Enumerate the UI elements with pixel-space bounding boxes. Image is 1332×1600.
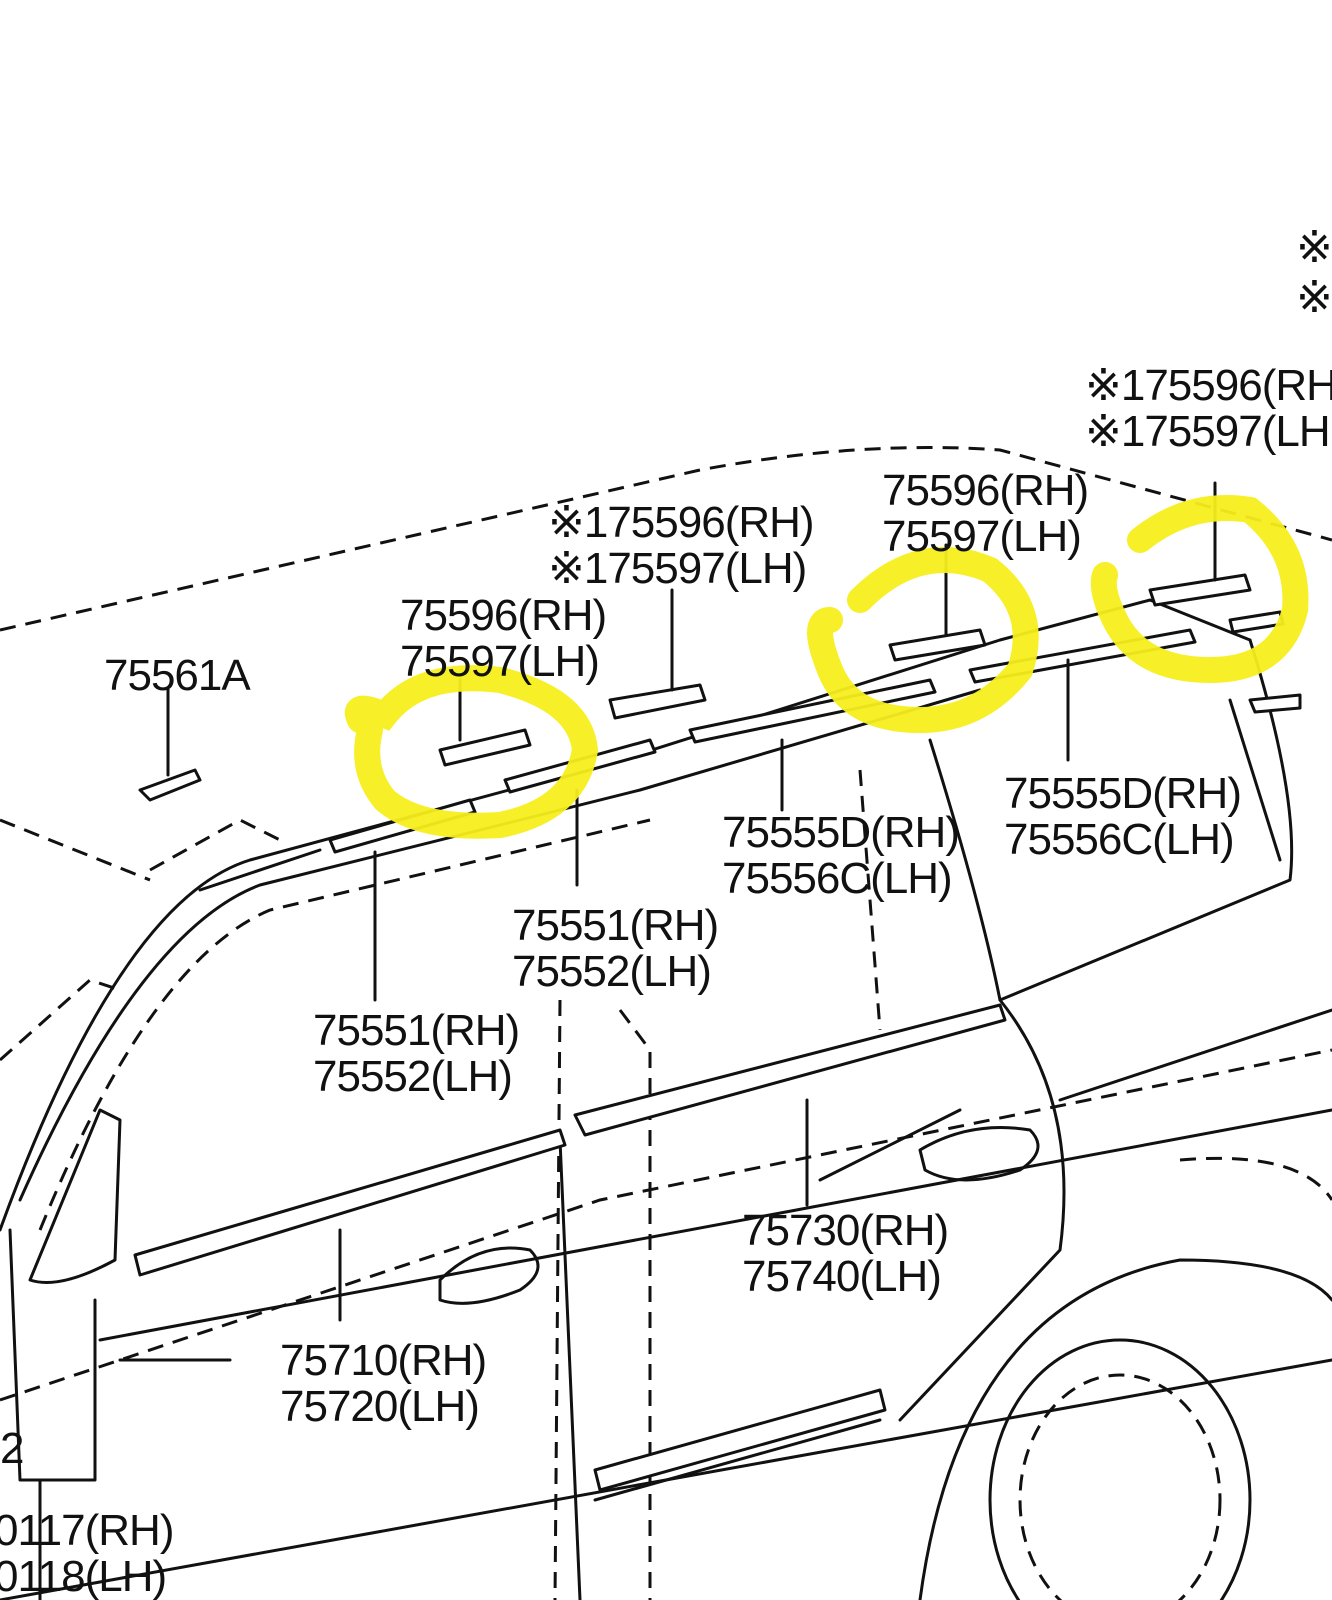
highlight-circle-2 (807, 547, 1039, 734)
label-mark-top-2: ※ (1296, 273, 1332, 322)
label-75551-rh-a: 75551(RH) (512, 901, 718, 950)
roof-outline (0, 446, 1332, 882)
label-x175596-rh-a: ※175596(RH) (548, 498, 814, 547)
label-75552-lh-b: 75552(LH) (313, 1052, 512, 1101)
label-75597-lh-a: 75597(LH) (400, 637, 599, 686)
label-75720-lh: 75720(LH) (280, 1382, 479, 1431)
front-window-frame (0, 978, 122, 1600)
part-labels: 75561A 75596(RH) 75597(LH) ※175596(RH) ※… (0, 223, 1332, 1600)
label-75596-rh-b: 75596(RH) (882, 466, 1088, 515)
label-x175596-rh-b: ※175596(RH (1085, 361, 1332, 410)
label-75561A: 75561A (104, 651, 251, 700)
label-75555D-rh-b: 75555D(RH) (1004, 769, 1241, 818)
highlight-marks (344, 495, 1309, 839)
label-x175597-lh-a: ※175597(LH) (548, 544, 806, 593)
highlight-circle-1 (344, 665, 599, 839)
label-75596-rh-a: 75596(RH) (400, 591, 606, 640)
label-partial-2: 2 (0, 1424, 23, 1473)
label-0117-rh: 0117(RH) (0, 1506, 173, 1555)
door-handles (118, 1108, 1040, 1362)
label-75556C-lh-a: 75556C(LH) (722, 854, 952, 903)
label-75740-lh: 75740(LH) (742, 1252, 941, 1301)
label-75555D-rh-a: 75555D(RH) (722, 808, 959, 857)
label-0118-lh: 0118(LH) (0, 1552, 166, 1600)
label-75552-lh-a: 75552(LH) (512, 947, 711, 996)
belt-mouldings (133, 1003, 1007, 1502)
label-75730-rh: 75730(RH) (742, 1206, 948, 1255)
label-75551-rh-b: 75551(RH) (313, 1006, 519, 1055)
label-mark-top-1: ※ (1296, 223, 1332, 272)
clips (138, 573, 1302, 802)
leader-lines (166, 481, 1217, 1322)
label-75710-rh: 75710(RH) (280, 1336, 486, 1385)
rear-wheel (918, 1258, 1332, 1600)
label-x175597-lh-b: ※175597(LH (1085, 407, 1330, 456)
label-75556C-lh-b: 75556C(LH) (1004, 815, 1234, 864)
highlight-circle-3 (1090, 495, 1309, 684)
label-75597-lh-b: 75597(LH) (882, 512, 1081, 561)
